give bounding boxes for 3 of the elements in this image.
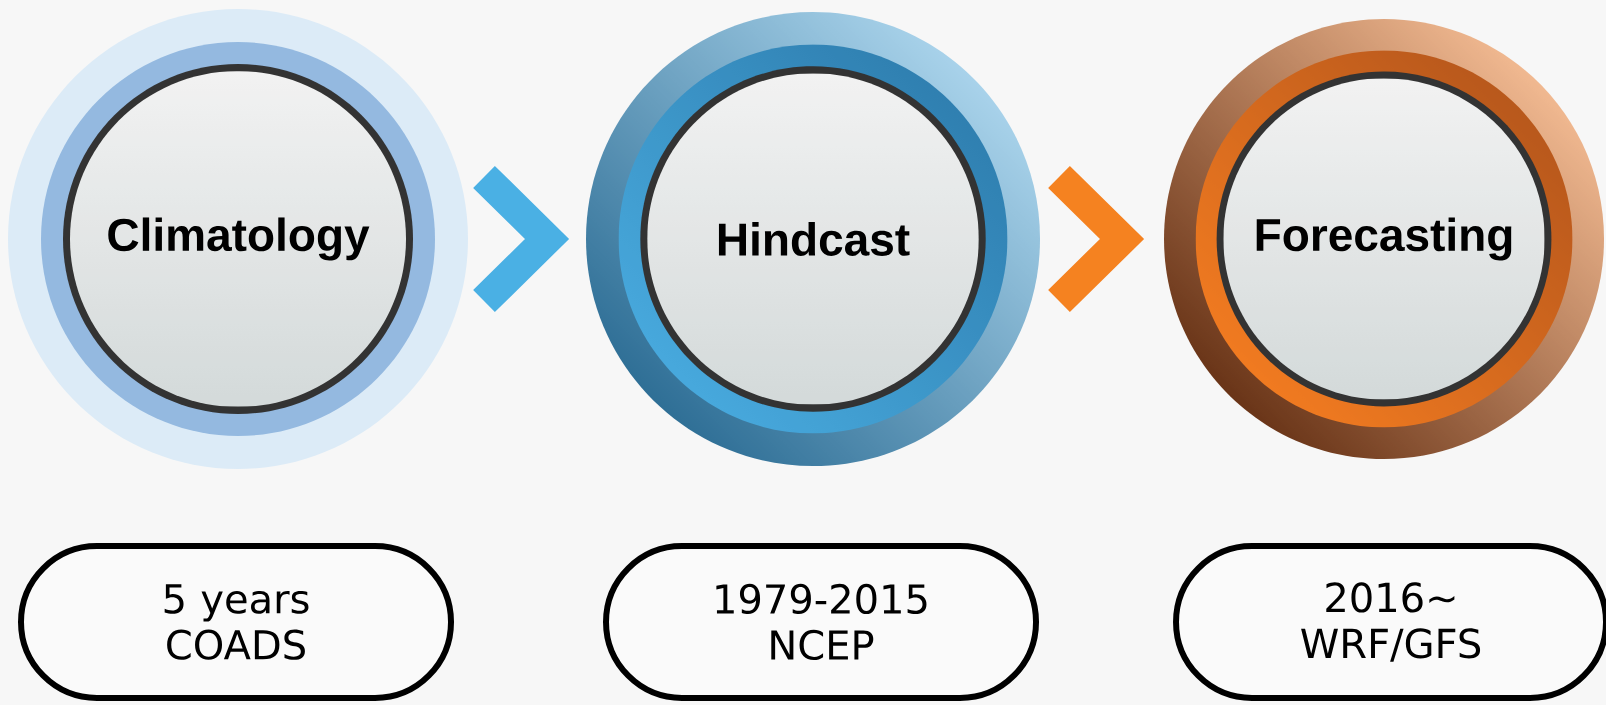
rounded-box: 1979-2015 NCEP bbox=[603, 543, 1039, 701]
rounded-box: 5 years COADS bbox=[18, 543, 454, 701]
rounded-box: 2016~ WRF/GFS bbox=[1173, 543, 1606, 701]
